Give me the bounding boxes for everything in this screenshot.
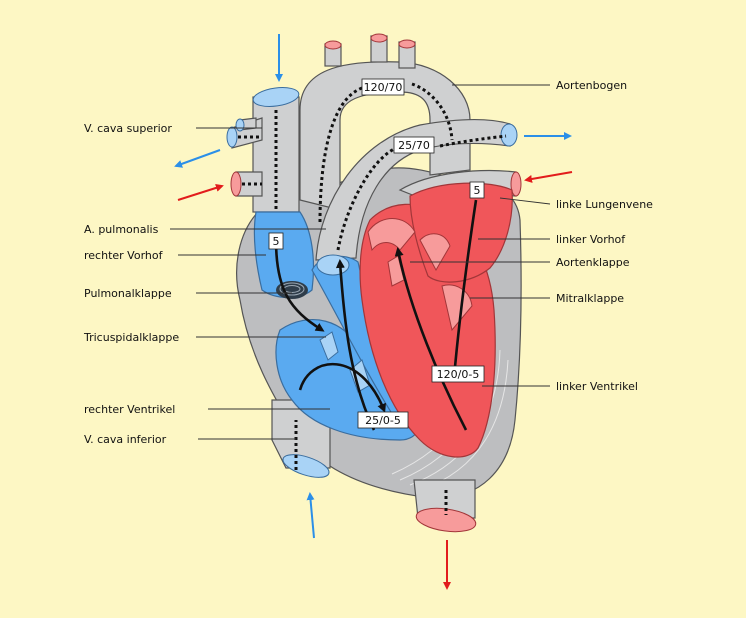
v-cava-superior-vessel bbox=[226, 87, 300, 213]
aorta-descending bbox=[413, 479, 477, 533]
label-v-cava-inferior: V. cava inferior bbox=[84, 433, 167, 446]
label-linker-ventrikel: linker Ventrikel bbox=[556, 380, 638, 393]
label-pulmonalklappe: Pulmonalklappe bbox=[84, 287, 172, 300]
pressure-aorta: 120/70 bbox=[364, 81, 403, 94]
label-aortenbogen: Aortenbogen bbox=[556, 79, 627, 92]
label-rechter-vorhof: rechter Vorhof bbox=[84, 249, 164, 262]
pressure-box-right-atrium: 5 bbox=[268, 232, 284, 250]
pressure-box-pulmonary-artery: 25/70 bbox=[393, 136, 435, 154]
pressure-right-atrium: 5 bbox=[273, 235, 280, 248]
pressure-pulmonary-artery: 25/70 bbox=[398, 139, 430, 152]
pressure-box-left-atrium: 5 bbox=[469, 181, 485, 199]
label-aortenklappe: Aortenklappe bbox=[556, 256, 630, 269]
pressure-box-left-ventricle: 120/0-5 bbox=[431, 365, 485, 383]
leader-lines bbox=[170, 84, 551, 440]
label-mitralklappe: Mitralklappe bbox=[556, 292, 624, 305]
direction-arrows bbox=[174, 34, 573, 590]
label-tricuspidalklappe: Tricuspidalklappe bbox=[83, 331, 179, 344]
label-v-cava-superior: V. cava superior bbox=[84, 122, 172, 135]
pressure-box-right-ventricle: 25/0-5 bbox=[357, 411, 409, 429]
arrow-ivc-in bbox=[306, 492, 315, 539]
label-a-pulmonalis: A. pulmonalis bbox=[84, 223, 159, 236]
pressure-left-atrium: 5 bbox=[474, 184, 481, 197]
pressure-box-aorta: 120/70 bbox=[361, 78, 405, 96]
left-heart-chambers bbox=[359, 182, 513, 458]
label-rechter-ventrikel: rechter Ventrikel bbox=[84, 403, 175, 416]
label-linke-lungenvene: linke Lungenvene bbox=[556, 198, 653, 211]
arrow-brachio-out bbox=[174, 149, 221, 168]
pressure-right-ventricle: 25/0-5 bbox=[365, 414, 401, 427]
flow-dotted-paths bbox=[238, 82, 507, 515]
pressure-left-ventricle: 120/0-5 bbox=[437, 368, 480, 381]
arrow-pulmvein-left-in bbox=[524, 171, 573, 183]
label-linker-vorhof: linker Vorhof bbox=[556, 233, 626, 246]
arrow-pulmvein-right-in bbox=[177, 184, 224, 201]
pulmonary-valve-coil bbox=[276, 281, 308, 299]
